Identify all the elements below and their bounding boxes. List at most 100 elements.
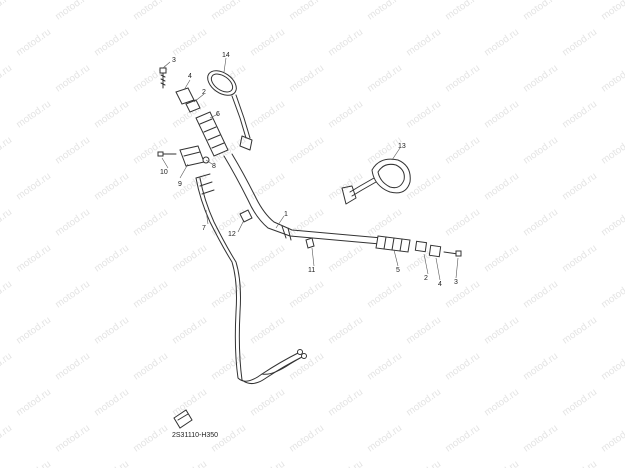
left-bar-end-weight: [175, 87, 201, 113]
watermark-text: motod.ru: [443, 63, 482, 95]
watermark-text: motod.ru: [0, 423, 14, 455]
left-grip: [195, 111, 229, 157]
watermark-text: motod.ru: [131, 207, 170, 239]
watermark-text: motod.ru: [53, 0, 92, 22]
watermark-text: motod.ru: [365, 207, 404, 239]
master-cylinder-clamp: [157, 145, 210, 167]
watermark-text: motod.ru: [326, 459, 365, 468]
watermark-text: motod.ru: [443, 351, 482, 383]
callout-7: 7: [202, 225, 206, 232]
watermark-text: motod.ru: [14, 243, 53, 275]
leader-lines: [161, 57, 459, 281]
callout-2-right: 2: [424, 275, 428, 282]
watermark-text: motod.ru: [482, 27, 521, 59]
watermark-text: motod.ru: [326, 27, 365, 59]
right-mirror: [341, 158, 411, 205]
watermark-text: motod.ru: [248, 99, 287, 131]
watermark-text: motod.ru: [560, 387, 599, 419]
watermark-text: motod.ru: [482, 171, 521, 203]
watermark-text: motod.ru: [443, 279, 482, 311]
callout-1: 1: [284, 211, 288, 218]
watermark-text: motod.ru: [92, 243, 131, 275]
callout-14: 14: [222, 52, 230, 59]
watermark-text: motod.ru: [92, 99, 131, 131]
watermark-text: motod.ru: [599, 0, 625, 22]
watermark-text: motod.ru: [404, 27, 443, 59]
watermark-text: motod.ru: [14, 27, 53, 59]
watermark-text: motod.ru: [521, 207, 560, 239]
watermark-text: motod.ru: [560, 171, 599, 203]
watermark-text: motod.ru: [0, 0, 14, 22]
left-mirror: [207, 70, 253, 151]
watermark-text: motod.ru: [599, 279, 625, 311]
watermark-text: motod.ru: [287, 207, 326, 239]
callout-4-right: 4: [438, 281, 442, 288]
watermark-text: motod.ru: [170, 315, 209, 347]
watermark-text: motod.ru: [14, 99, 53, 131]
watermark-text: motod.ru: [521, 135, 560, 167]
watermark-text: motod.ru: [599, 351, 625, 383]
watermark-text: motod.ru: [92, 315, 131, 347]
watermark-text: motod.ru: [599, 207, 625, 239]
watermark-text: motod.ru: [170, 387, 209, 419]
watermark-text: motod.ru: [248, 459, 287, 468]
watermark-text: motod.ru: [92, 171, 131, 203]
diagram-code: 2S31110-H350: [172, 432, 218, 439]
watermark-text: motod.ru: [53, 63, 92, 95]
callout-3-right: 3: [454, 279, 458, 286]
callout-2-left: 2: [202, 89, 206, 96]
watermark-text: motod.ru: [131, 423, 170, 455]
watermark-text: motod.ru: [521, 0, 560, 22]
watermark-text: motod.ru: [0, 351, 14, 383]
watermark-text: motod.ru: [599, 423, 625, 455]
watermark-text: motod.ru: [560, 243, 599, 275]
watermark-text: motod.ru: [365, 423, 404, 455]
watermark-text: motod.ru: [14, 387, 53, 419]
watermark-text: motod.ru: [404, 459, 443, 468]
watermark-text: motod.ru: [482, 387, 521, 419]
right-grip-assembly: [375, 235, 462, 258]
watermark-text: motod.ru: [560, 459, 599, 468]
watermark-text: motod.ru: [170, 243, 209, 275]
watermark-text: motod.ru: [53, 279, 92, 311]
callout-10: 10: [160, 169, 168, 176]
watermark-text: motod.ru: [248, 27, 287, 59]
watermark-text: motod.ru: [131, 0, 170, 22]
watermark-text: motod.ru: [131, 279, 170, 311]
watermark-text: motod.ru: [14, 459, 53, 468]
watermark-text: motod.ru: [92, 387, 131, 419]
front-direction-marker: [173, 409, 193, 429]
watermark-text: motod.ru: [365, 279, 404, 311]
watermark-text: motod.ru: [287, 63, 326, 95]
watermark-text: motod.ru: [209, 279, 248, 311]
watermark-text: motod.ru: [287, 0, 326, 22]
watermark-text: motod.ru: [560, 27, 599, 59]
watermark-text: motod.ru: [53, 207, 92, 239]
watermark-text: motod.ru: [0, 135, 14, 167]
watermark-text: motod.ru: [92, 459, 131, 468]
watermark-text: motod.ru: [326, 387, 365, 419]
watermark-text: motod.ru: [248, 387, 287, 419]
watermark-text: motod.ru: [404, 99, 443, 131]
callout-12: 12: [228, 231, 236, 238]
callout-4-left: 4: [188, 73, 192, 80]
watermark-text: motod.ru: [131, 351, 170, 383]
callout-3-left: 3: [172, 57, 176, 64]
watermark-text: motod.ru: [521, 63, 560, 95]
watermark-text: motod.ru: [560, 315, 599, 347]
watermark-text: motod.ru: [521, 351, 560, 383]
watermark-text: motod.ru: [53, 351, 92, 383]
watermark-text: motod.ru: [521, 423, 560, 455]
watermark-text: motod.ru: [209, 351, 248, 383]
watermark-text: motod.ru: [326, 99, 365, 131]
watermark-text: motod.ru: [248, 315, 287, 347]
watermark-text: motod.ru: [53, 135, 92, 167]
watermark-text: motod.ru: [482, 315, 521, 347]
throttle-cable: [195, 173, 307, 384]
watermark-text: motod.ru: [287, 423, 326, 455]
callout-8: 8: [212, 163, 216, 170]
watermark-text: motod.ru: [0, 63, 14, 95]
